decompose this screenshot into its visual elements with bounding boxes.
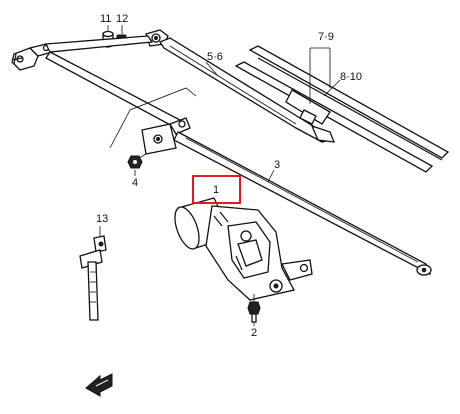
front-arrow-icon (85, 373, 113, 397)
label-part-1: 1 (213, 184, 219, 196)
part-2-bolt (247, 301, 261, 323)
label-part-11: 11 (100, 13, 111, 25)
label-part-8-10: 8·10 (340, 71, 362, 83)
label-part-4: 4 (132, 177, 138, 189)
highlight-box (192, 175, 241, 204)
upper-link-rod (44, 35, 181, 129)
part-5-6-wiper-arm (159, 37, 336, 143)
leader-bracket-box (109, 87, 197, 149)
label-part-5-6: 5·6 (207, 51, 223, 63)
part-7-10-wiper-blade (234, 45, 450, 173)
part-3-link-rod (173, 131, 432, 276)
part-4-nut (127, 155, 143, 169)
part-1-wiper-motor (174, 197, 313, 301)
part-13-hose-clip (79, 235, 107, 321)
leader-8-10 (323, 79, 341, 97)
label-part-12: 12 (116, 13, 128, 25)
label-part-2: 2 (251, 327, 257, 339)
leader-5-6 (205, 61, 219, 77)
label-part-13: 13 (96, 213, 108, 225)
leader-3 (267, 169, 275, 183)
left-pivot-bracket (11, 43, 54, 71)
center-pivot-bracket (141, 117, 191, 155)
label-part-7-9: 7·9 (318, 31, 334, 43)
label-part-3: 3 (274, 159, 280, 171)
